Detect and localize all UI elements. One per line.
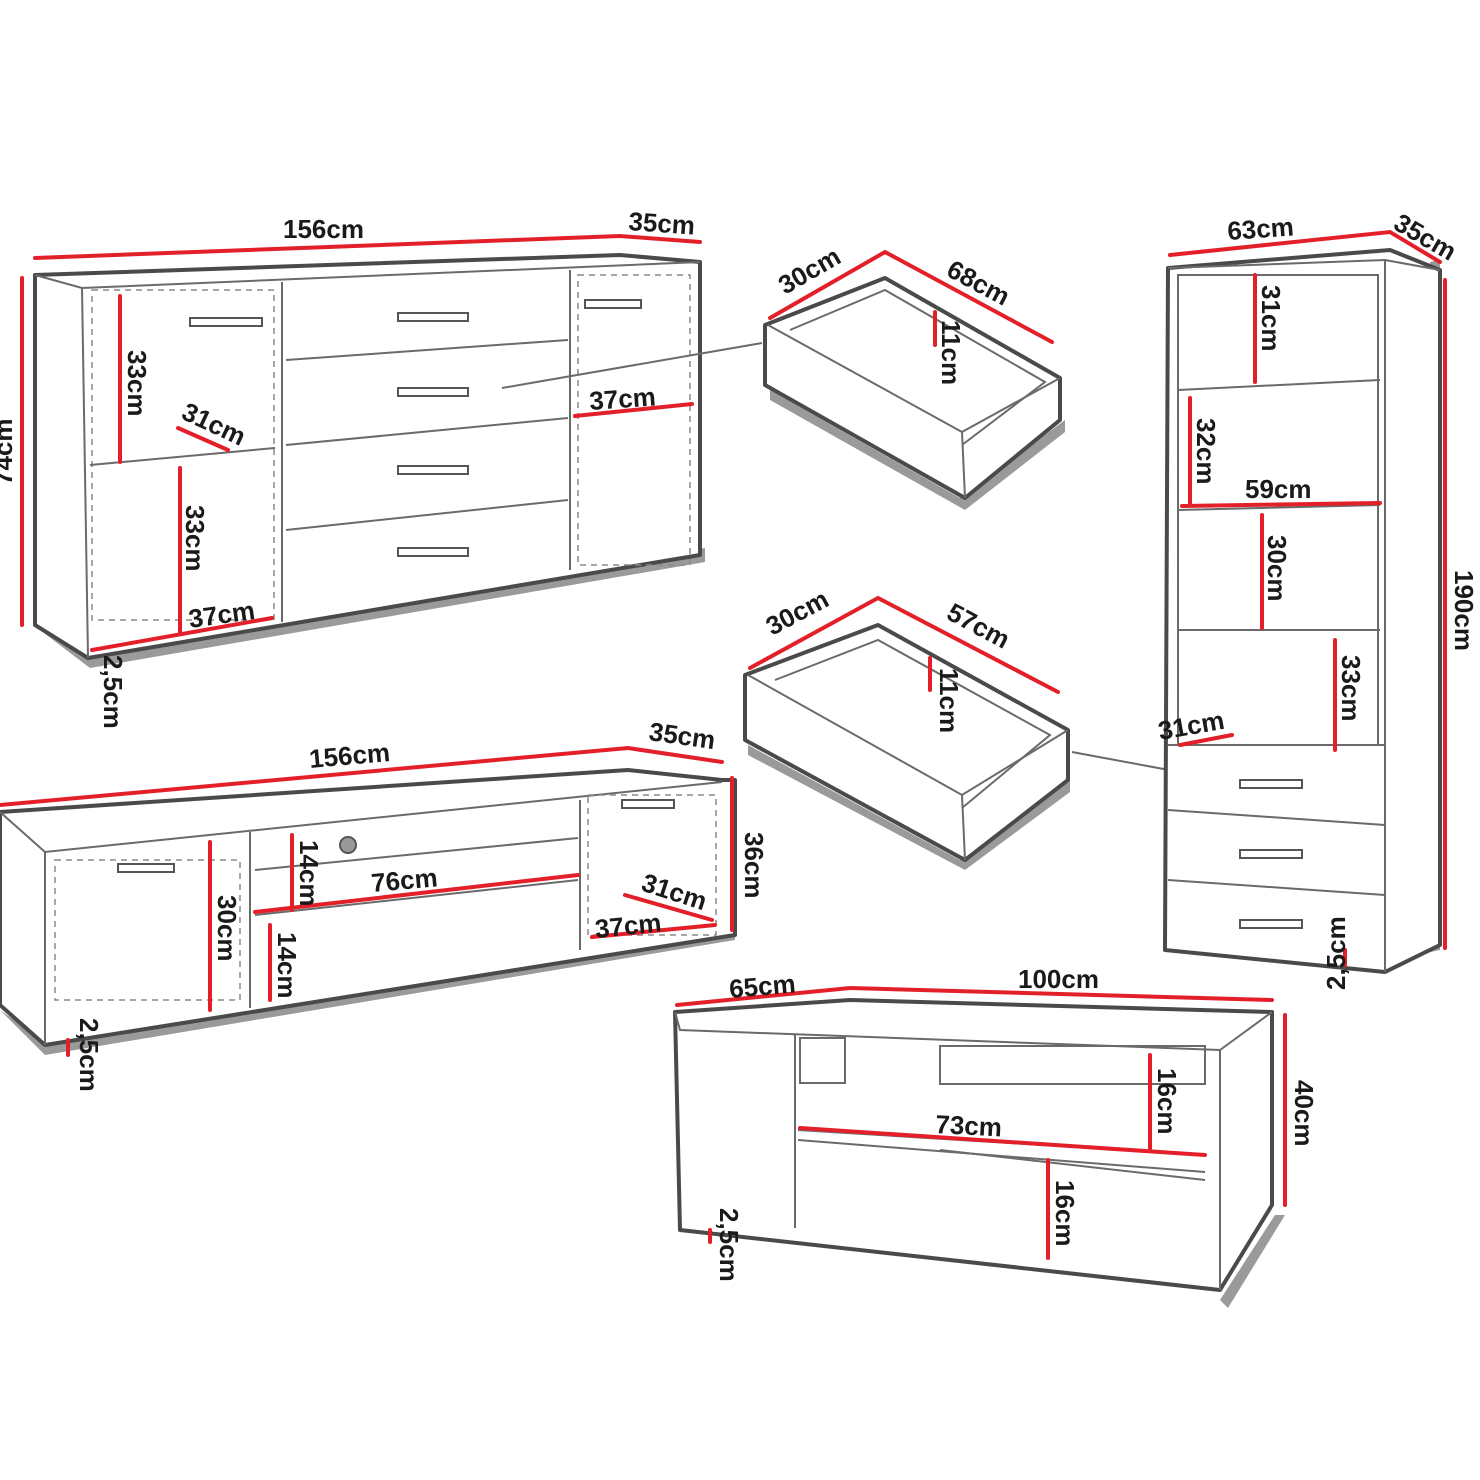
coffee-table-bottom-compartment-label: 16cm [1050,1180,1080,1247]
tv-stand-right-inner-width-label: 37cm [593,907,662,944]
tv-stand-inner-width-label: 76cm [370,862,439,898]
coffee-table-leg-label: 2,5cm [714,1208,744,1282]
tv-stand-left-height-label: 30cm [212,895,242,962]
sideboard-shelf-height-1-label: 33cm [122,350,152,417]
sideboard-inner-width-right-label: 37cm [588,381,656,416]
tv-stand-depth-label: 35cm [647,716,717,755]
coffee-table-height-label: 40cm [1289,1080,1319,1147]
drawer-small-depth-label: 57cm [942,597,1015,655]
sideboard [20,233,763,668]
tall-cabinet-h4-label: 33cm [1336,655,1366,722]
tall-cabinet-h3-label: 30cm [1262,535,1292,602]
tv-stand-top-compartment-label: 14cm [294,840,324,907]
coffee-table-width-label: 100cm [1018,964,1099,994]
sideboard-leg-label: 2,5cm [98,655,128,729]
drawer-large-front-label: 30cm [773,241,846,300]
coffee-table-top-compartment-label: 16cm [1152,1068,1182,1135]
drawer-small [743,595,1070,870]
drawer-small-front-label: 30cm [761,584,834,642]
coffee-table-inner-width-label: 73cm [935,1109,1003,1142]
coffee-table [673,985,1287,1308]
drawer-large-height-label: 11cm [936,320,966,385]
sideboard-depth-label: 35cm [628,206,696,241]
sideboard-height-label: 74cm [0,419,18,486]
tall-cabinet-leg-label: 2,5cm [1321,916,1351,990]
tv-stand-height-label: 36cm [739,832,769,899]
tall-cabinet [1163,229,1447,974]
tall-cabinet-inner-width-label: 59cm [1245,474,1312,504]
sideboard-shelf-height-2-label: 33cm [180,505,210,572]
tv-stand-bottom-compartment-label: 14cm [272,932,302,999]
drawer-small-height-label: 11cm [934,668,964,733]
sideboard-width-label: 156cm [283,214,364,244]
tv-stand [0,745,737,1057]
tall-cabinet-h2-label: 32cm [1191,418,1221,485]
tall-cabinet-width-label: 63cm [1226,211,1294,246]
tv-stand-width-label: 156cm [308,737,391,774]
cable-hole-icon [339,836,357,854]
drawer-large [763,249,1065,510]
coffee-table-depth-label: 65cm [728,968,797,1004]
tall-cabinet-height-label: 190cm [1449,570,1479,651]
tall-cabinet-h1-label: 31cm [1256,285,1286,352]
tv-stand-leg-label: 2,5cm [74,1018,104,1092]
